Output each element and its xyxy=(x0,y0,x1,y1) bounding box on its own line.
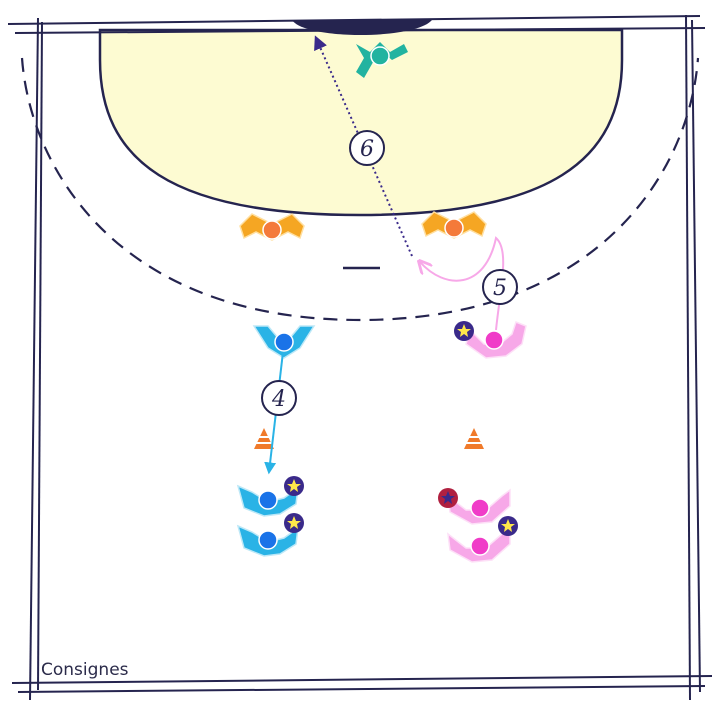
free-throw-line xyxy=(20,57,700,322)
star-ball-icon xyxy=(454,321,474,341)
svg-text:4: 4 xyxy=(271,387,286,412)
goal-icon xyxy=(292,20,432,35)
attacker-blue-front xyxy=(252,325,316,359)
attacker-blue-queue-2 xyxy=(236,524,299,557)
step-label-4: 4 xyxy=(261,380,297,416)
star-ball-icon-dark xyxy=(438,488,458,508)
star-ball-icon xyxy=(284,513,304,533)
svg-text:5: 5 xyxy=(493,276,507,301)
instructions-label: Consignes xyxy=(41,660,129,680)
cone-icon xyxy=(254,428,274,449)
defender-right xyxy=(421,211,487,239)
cone-icon xyxy=(464,428,484,449)
defender-left xyxy=(239,213,305,241)
attacker-blue-queue-1 xyxy=(236,484,299,517)
step-label-6: 6 xyxy=(349,130,385,166)
goal-area xyxy=(98,28,624,217)
attacker-pink-queue-1 xyxy=(447,488,511,525)
attacker-pink-front xyxy=(465,321,527,359)
star-ball-icon xyxy=(284,476,304,496)
step-label-5: 5 xyxy=(482,269,518,305)
svg-text:6: 6 xyxy=(360,137,374,162)
attacker-pink-queue-2 xyxy=(447,526,511,563)
goalkeeper xyxy=(356,42,408,78)
court-boundary xyxy=(7,14,713,701)
star-ball-icon xyxy=(498,516,518,536)
